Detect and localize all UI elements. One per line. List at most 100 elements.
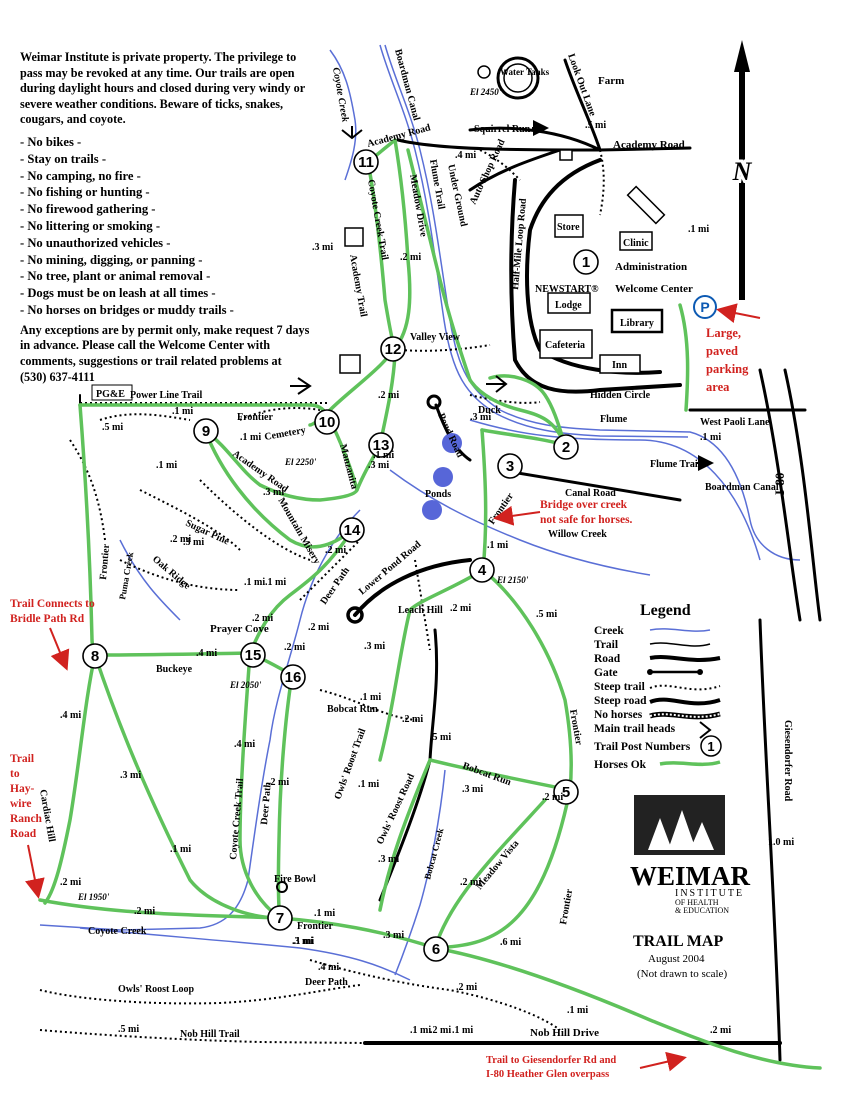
legend-swatch-horses-ok: [659, 760, 721, 767]
trail-post-8: 8: [82, 643, 108, 669]
water-tanks-ring: [496, 56, 540, 100]
creek-coyote-upper: [329, 49, 357, 181]
note-haywire-2: to: [10, 768, 20, 780]
rule-item: - No littering or smoking -: [20, 218, 161, 233]
label-valley-view: Valley View: [410, 332, 461, 343]
trail-post-16: 16: [280, 664, 306, 690]
label-store: Store: [557, 222, 580, 233]
distance-label: .2 mi: [252, 613, 273, 624]
distance-label: .1 mi: [314, 908, 335, 919]
rule-item: - No tree, plant or animal removal -: [20, 269, 211, 284]
note-parking-arrow: [716, 303, 761, 323]
distance-label: .1 mi: [410, 1025, 431, 1036]
note-bridge-2: not safe for horses.: [540, 514, 633, 526]
trail-post-number: 11: [358, 154, 374, 171]
distance-label: .2 mi: [308, 622, 329, 633]
distance-label: .2 mi: [378, 390, 399, 401]
label-west-paoli: West Paoli Lane: [700, 417, 770, 428]
trail-post-number: 4: [478, 562, 487, 579]
note-haywire-5: Ranch: [10, 813, 43, 825]
steep-trail-hidden: [469, 394, 541, 404]
road-auto-shop: [468, 148, 562, 192]
distance-label: .2 mi: [325, 545, 346, 556]
creek-bobcat: [394, 769, 446, 976]
legend-item-steep-road: Steep road: [594, 695, 647, 707]
trail-post-circle: [423, 936, 449, 962]
label-bobcat-run: Bobcat Run: [327, 704, 378, 715]
label-welcome-center: Welcome Center: [615, 283, 693, 295]
distance-label: .1 mi: [567, 1005, 588, 1016]
label-bobcat-creek: Bobcat Creek: [422, 827, 445, 880]
legend-post-sample: 1: [707, 739, 714, 754]
trail-post-circle: [193, 418, 219, 444]
distance-label: .1 mi: [170, 844, 191, 855]
steep-trail-leach: [414, 559, 431, 651]
trail-post-6: 6: [423, 936, 449, 962]
label-coyote-creek-low: Coyote Creek: [88, 926, 147, 937]
distance-label: .1 mi: [172, 406, 193, 417]
rule-item: - No fishing or hunting -: [20, 185, 150, 200]
label-meadow-drive: Meadow Drive: [407, 174, 429, 239]
label-academy-road-right: Academy Road: [613, 139, 685, 151]
label-i80: I-80: [772, 473, 787, 495]
legend-item-steep-trail: Steep trail: [594, 681, 645, 693]
legend-item-trail: Trail: [594, 639, 618, 651]
note-giesendorfer-arrow: [639, 1051, 687, 1072]
trail-post-12: 12: [380, 336, 406, 362]
trail-post-number: 9: [202, 423, 210, 440]
distance-label: .3 mi: [378, 854, 399, 865]
distance-label: .1 mi: [688, 224, 709, 235]
trail-post-15: 15: [240, 642, 266, 668]
legend-item-no-horses: No horses: [594, 709, 643, 721]
legend-title: Legend: [640, 602, 691, 619]
distance-label: .2 mi: [402, 714, 423, 725]
distance-label: .3 mi: [183, 537, 204, 548]
rule-item: - Dogs must be on leash at all times -: [20, 286, 216, 301]
label-administration: Administration: [615, 261, 687, 273]
note-haywire-arrow: [25, 844, 45, 899]
trailhead-arrow-pge: [290, 377, 312, 395]
label-hidden-circle: Hidden Circle: [590, 390, 651, 401]
trail-post-2: 2: [553, 434, 579, 460]
distance-label: .1 mi: [244, 577, 265, 588]
horse-trail-8-cardiac: [43, 653, 97, 905]
north-arrow: N: [729, 40, 756, 300]
distance-label: .5 mi: [430, 732, 451, 743]
horse-trail-academy: [366, 138, 412, 350]
note-haywire-3: Hay-: [10, 783, 34, 795]
label-willow-creek: Willow Creek: [548, 529, 607, 540]
distance-label: .3 mi: [470, 412, 491, 423]
label-boardman-canal: Boardman Canal: [392, 48, 422, 122]
label-fire-bowl: Fire Bowl: [274, 874, 316, 885]
label-frontier-left: Frontier: [98, 543, 112, 580]
distance-label: .5 mi: [118, 1024, 139, 1035]
building-store: [554, 214, 584, 238]
horse-trail-pge: [78, 403, 332, 422]
label-el-2050: El 2050': [229, 680, 262, 690]
rules-footer: Any exceptions are by permit only, make …: [20, 322, 310, 384]
gate-pond-road: [426, 394, 442, 410]
steep-trail-mountain: [199, 479, 311, 561]
distance-label: .1 mi: [373, 450, 394, 461]
label-frontier-low: Frontier: [558, 888, 575, 926]
trail-post-number: 14: [344, 522, 361, 539]
steep-trail-deer: [299, 539, 361, 601]
legend-swatch-steep-road: [649, 697, 721, 706]
trail-post-circle: [553, 434, 579, 460]
water-tanks-inner: [503, 63, 533, 93]
label-el-2250: El 2250': [284, 457, 317, 467]
horse-trail-meadow: [406, 148, 472, 382]
distance-label: .2 mi: [450, 603, 471, 614]
trailhead-markers: [290, 120, 714, 471]
horse-trail-lower-pond: [378, 568, 485, 762]
trail-post-number: 3: [506, 458, 514, 475]
logo-line2: INSTITUTE: [675, 888, 744, 899]
horse-trail-meadow-vista: [433, 798, 547, 950]
label-el-1950: El 1950': [77, 892, 110, 902]
label-frontier-bottom: Frontier: [297, 921, 333, 932]
label-newstart: NEWSTART®: [535, 284, 599, 295]
trail-post-9: 9: [193, 418, 219, 444]
trail-post-number: 2: [562, 439, 570, 456]
horse-trails: [38, 138, 822, 1070]
